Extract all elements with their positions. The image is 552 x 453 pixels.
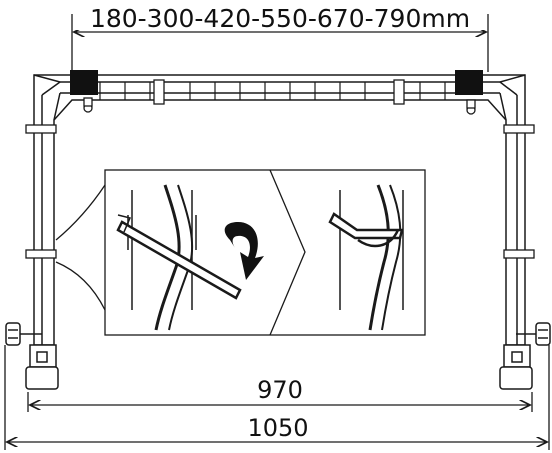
inner-width-label: 970 — [257, 376, 303, 404]
right-end-cap — [455, 70, 483, 95]
outer-width-dimension: 1050 — [4, 345, 550, 450]
left-end-cap — [70, 70, 98, 95]
top-range-label: 180-300-420-550-670-790mm — [90, 4, 470, 33]
leg-brackets — [25, 124, 535, 259]
chevron-right-icon — [269, 169, 306, 336]
rail-clips — [83, 79, 476, 115]
top-rail-segments — [99, 82, 446, 100]
right-foot — [499, 322, 551, 390]
curved-rotate-arrow-icon — [224, 222, 264, 280]
inner-width-dimension: 970 — [27, 376, 533, 412]
left-foot — [5, 322, 59, 390]
outer-width-label: 1050 — [247, 414, 308, 442]
detail-after — [328, 184, 404, 331]
top-dimension: 180-300-420-550-670-790mm — [71, 2, 489, 72]
detail-before — [116, 184, 242, 331]
